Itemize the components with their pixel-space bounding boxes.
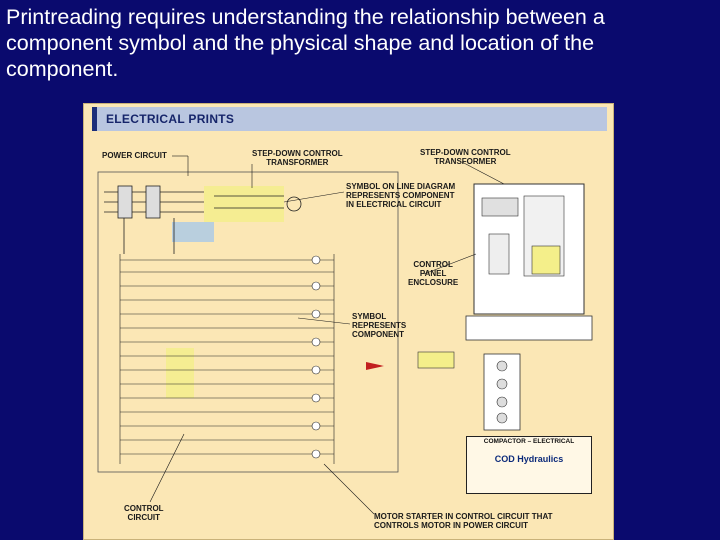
title-block-name: COMPACTOR – ELECTRICAL <box>483 438 575 445</box>
red-arrow-icon <box>366 362 384 370</box>
banner-accent <box>92 107 97 131</box>
stepdown-right-line2: TRANSFORMER <box>434 157 497 166</box>
control-circuit-line2: CIRCUIT <box>127 513 160 522</box>
symbol-rep-line2: REPRESENTS <box>352 321 407 330</box>
schematic-drawing <box>97 155 593 515</box>
starter-highlight <box>166 348 194 398</box>
symbol-represents-label: SYMBOL REPRESENTS COMPONENT <box>352 312 406 339</box>
banner-title: ELECTRICAL PRINTS <box>106 112 235 126</box>
caption-line-1: Printreading requires understanding the … <box>6 5 605 29</box>
power-circuit-label: POWER CIRCUIT <box>102 151 167 160</box>
stepdown-left-line2: TRANSFORMER <box>266 158 329 167</box>
line-diagram-frame <box>97 171 399 473</box>
transformer-highlight <box>204 186 284 222</box>
motor-starter-line2: CONTROLS MOTOR IN POWER CIRCUIT <box>374 521 529 530</box>
control-panel-enclosure <box>465 183 593 341</box>
symbol-rep-line1: SYMBOL <box>352 312 387 321</box>
breaker-highlight <box>172 222 214 242</box>
symbol-line-diagram-label: SYMBOL ON LINE DIAGRAM REPRESENTS COMPON… <box>346 182 455 209</box>
stepdown-right-line1: STEP-DOWN CONTROL <box>420 148 511 157</box>
control-panel-line3: ENCLOSURE <box>408 278 459 287</box>
electrical-print-figure: ELECTRICAL PRINTS <box>83 103 614 540</box>
control-ladder <box>119 254 335 464</box>
symbol-line-line2: REPRESENTS COMPONENT <box>346 191 455 200</box>
symbol-rep-line3: COMPONENT <box>352 330 404 339</box>
control-panel-line2: PANEL <box>419 269 447 278</box>
title-block-company: COD Hydraulics <box>494 454 564 464</box>
pushbutton-station <box>483 353 521 431</box>
control-circuit-label: CONTROL CIRCUIT <box>124 504 164 522</box>
power-circuit-lines <box>104 185 302 254</box>
coil-symbols <box>311 255 321 459</box>
caption-line-3: component. <box>6 57 119 81</box>
motor-starter-line1: MOTOR STARTER IN CONTROL CIRCUIT THAT <box>374 512 553 521</box>
solenoid-box <box>417 351 455 369</box>
title-block: COMPACTOR – ELECTRICAL COD Hydraulics <box>466 436 592 494</box>
motor-starter-label: MOTOR STARTER IN CONTROL CIRCUIT THAT CO… <box>374 512 553 530</box>
figure-banner: ELECTRICAL PRINTS <box>92 107 607 131</box>
leader-lines <box>149 155 505 515</box>
symbol-line-line1: SYMBOL ON LINE DIAGRAM <box>346 182 456 191</box>
stepdown-right-label: STEP-DOWN CONTROL TRANSFORMER <box>420 148 511 166</box>
caption-line-2: component symbol and the physical shape … <box>6 31 595 55</box>
control-circuit-line1: CONTROL <box>124 504 164 513</box>
symbol-line-line3: IN ELECTRICAL CIRCUIT <box>346 200 442 209</box>
control-panel-label: CONTROL PANEL ENCLOSURE <box>408 260 458 287</box>
stepdown-left-label: STEP-DOWN CONTROL TRANSFORMER <box>252 149 343 167</box>
slide-caption: Printreading requires understanding the … <box>6 4 706 82</box>
control-panel-line1: CONTROL <box>413 260 453 269</box>
stepdown-left-line1: STEP-DOWN CONTROL <box>252 149 343 158</box>
